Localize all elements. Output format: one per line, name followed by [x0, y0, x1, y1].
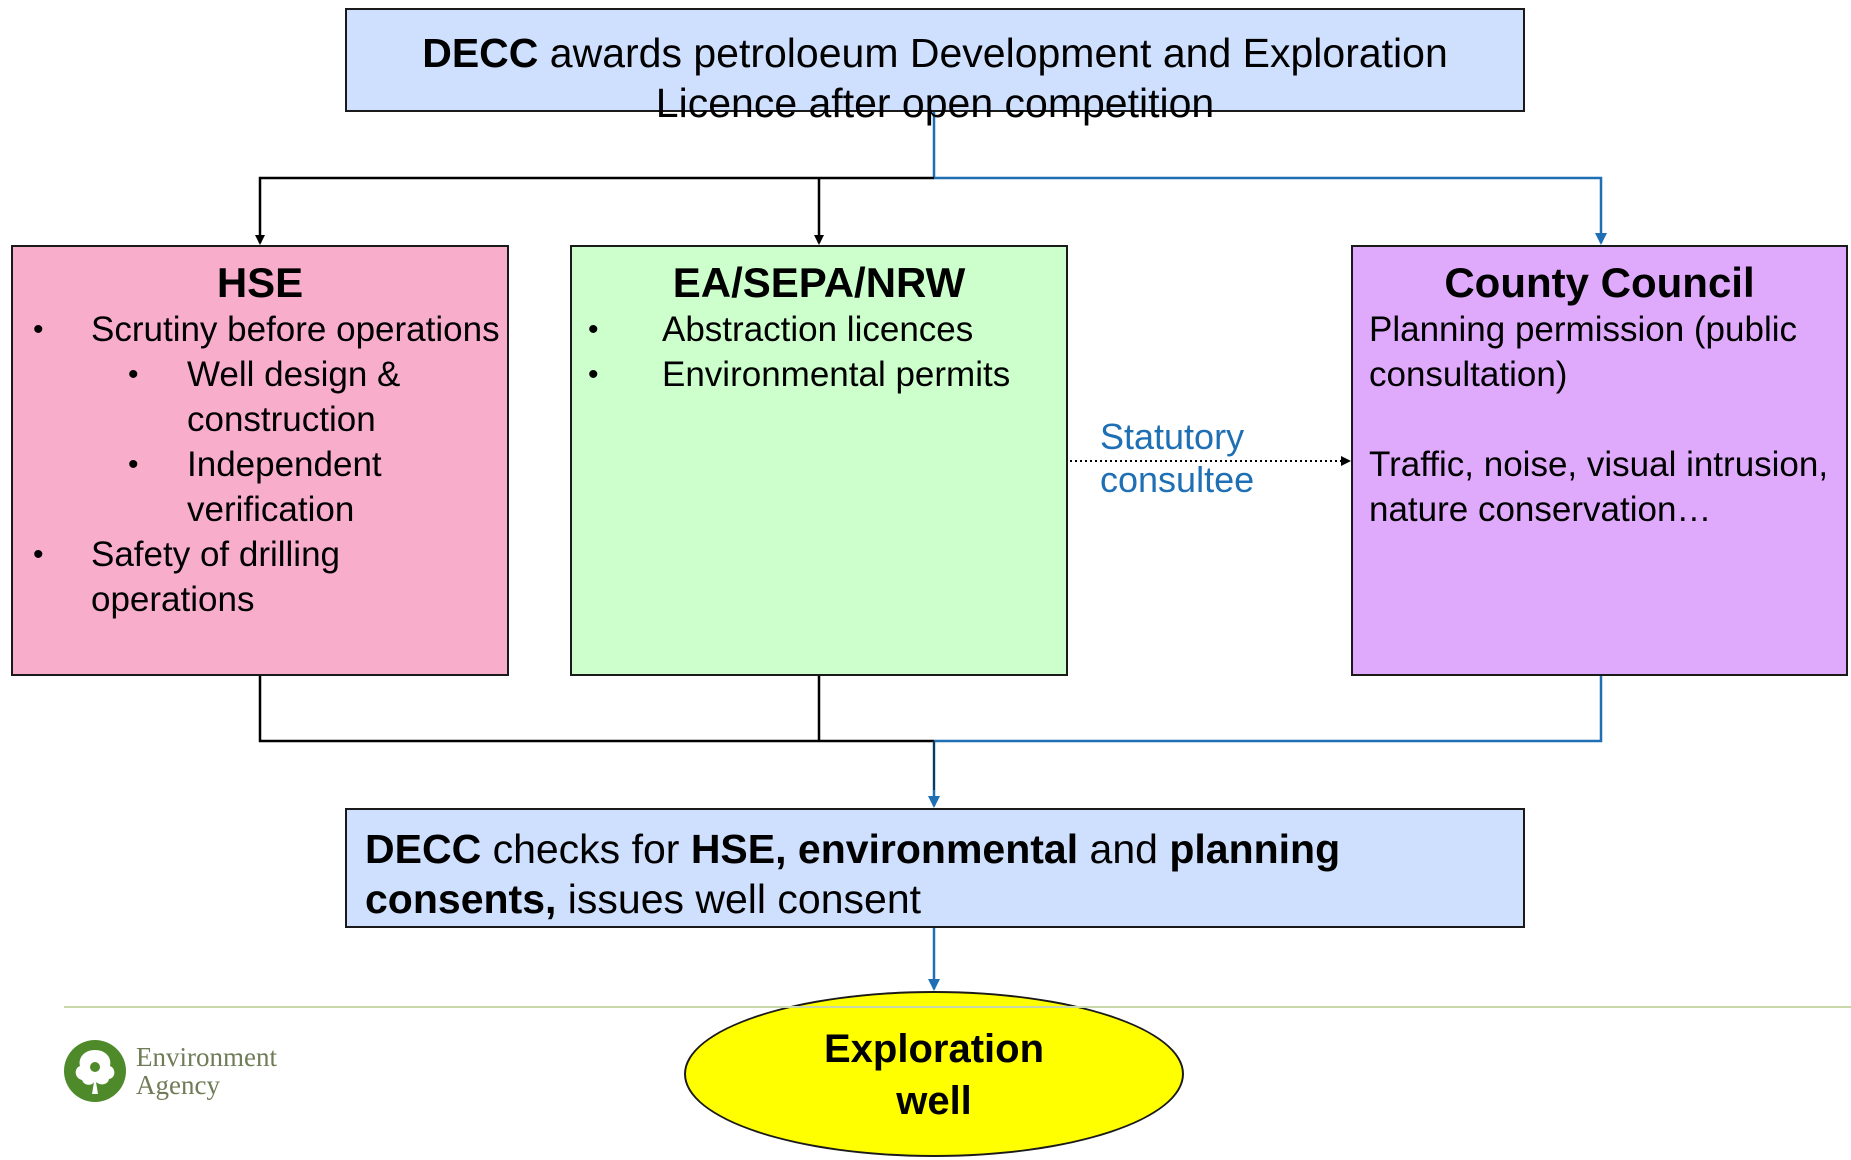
- bullet-icon: •: [33, 538, 44, 571]
- list-item-text: Well design & construction: [187, 355, 401, 439]
- ea-list: • Abstraction licences • Environmental per…: [572, 307, 1066, 397]
- decc-licence-box: DECC awards petroloeum Development and E…: [345, 8, 1525, 126]
- decc-licence-line1: DECC awards petroloeum Development and E…: [347, 28, 1523, 78]
- list-item: • Independent verification: [13, 442, 507, 532]
- decc-licence-text-2: Licence after open competition: [655, 80, 1215, 126]
- list-item: • Environmental permits: [572, 352, 1066, 397]
- decc-bold: DECC: [422, 30, 539, 76]
- footer-divider: [64, 1006, 1851, 1008]
- decc-licence-text-1: awards petroloeum Development and Explor…: [538, 30, 1448, 76]
- list-item-text: Independent verification: [187, 445, 382, 529]
- list-item-text: Scrutiny before operations: [91, 310, 500, 349]
- decc-bold: DECC: [365, 826, 482, 872]
- county-council-box: County Council Planning permission (publ…: [1351, 245, 1848, 676]
- consent-bold: planning consents,: [365, 826, 1341, 922]
- bullet-icon: •: [128, 358, 139, 391]
- connector-merge-council: [934, 676, 1603, 743]
- exploration-well-line2: well: [896, 1079, 972, 1123]
- list-item: • Well design & construction: [13, 352, 507, 442]
- ea-title: EA/SEPA/NRW: [672, 259, 966, 306]
- connector-split-left: [255, 176, 934, 245]
- bullet-icon: •: [588, 313, 599, 346]
- bullet-icon: •: [33, 313, 44, 346]
- exploration-well-line1: Exploration: [823, 1027, 1045, 1071]
- list-item: • Abstraction licences: [572, 307, 1066, 352]
- ea-box: EA/SEPA/NRW • Abstraction licences • Envir…: [570, 245, 1068, 676]
- consent-bold: HSE, environmental: [690, 826, 1079, 872]
- consent-text: and: [1078, 826, 1170, 872]
- list-item-text: Safety of drilling operations: [91, 535, 341, 619]
- connector-split-council: [934, 176, 1607, 245]
- environment-agency-logo-icon: [64, 1040, 126, 1102]
- hse-list: • Scrutiny before operations • Well design…: [13, 307, 507, 622]
- exploration-well-ellipse: Exploration well: [684, 991, 1184, 1157]
- hse-title: HSE: [216, 259, 304, 306]
- list-item: • Scrutiny before operations: [13, 307, 507, 352]
- logo-line2: Agency: [136, 1070, 220, 1100]
- consent-text: checks for: [481, 826, 691, 872]
- list-item-text: Environmental permits: [662, 355, 1011, 394]
- decc-consent-box: DECC checks for HSE, environmental and p…: [345, 808, 1525, 928]
- bullet-icon: •: [588, 358, 599, 391]
- hse-box: HSE • Scrutiny before operations • Well de…: [11, 245, 509, 676]
- connector-merge-hse: [258, 676, 934, 743]
- county-council-planning: Planning permission (public consultation…: [1369, 310, 1797, 394]
- list-item: • Safety of drilling operations: [13, 532, 507, 622]
- environment-agency-logo-text: Environment Agency: [136, 1043, 277, 1099]
- bullet-icon: •: [128, 448, 139, 481]
- logo-line1: Environment: [136, 1042, 277, 1072]
- county-council-title: County Council: [1444, 259, 1755, 306]
- statutory-consultee-label: Statutory consultee: [1100, 416, 1255, 500]
- county-council-issues: Traffic, noise, visual intrusion, nature…: [1369, 445, 1829, 529]
- consent-text: issues well consent: [556, 876, 922, 922]
- list-item-text: Abstraction licences: [662, 310, 974, 349]
